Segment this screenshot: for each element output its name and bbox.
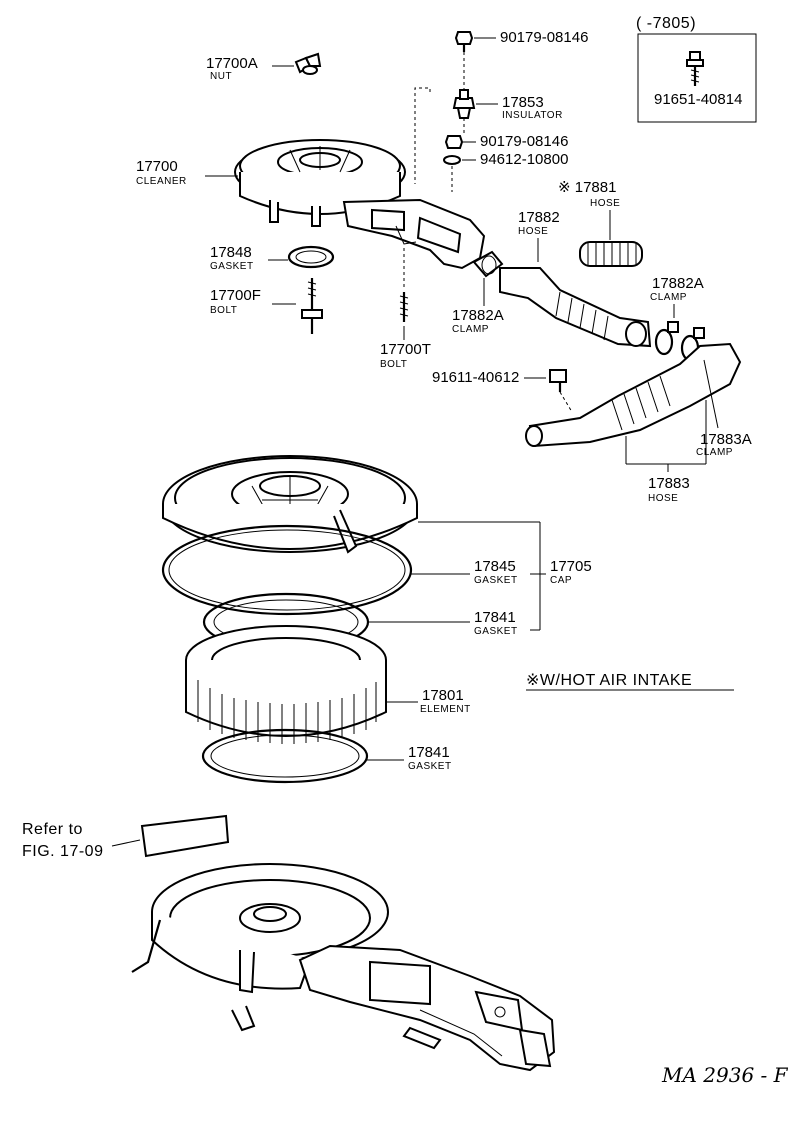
hose-17882-name: HOSE: [518, 226, 548, 237]
gasket-17841-top-number: 17841: [474, 609, 516, 626]
refer-to-line1: Refer to: [22, 821, 83, 838]
clamp-left-number: 17882A: [452, 307, 504, 324]
insulator-number: 17853: [502, 94, 544, 111]
clamp-17883a-name: CLAMP: [696, 447, 733, 458]
air-filter-element-icon: [185, 625, 387, 744]
screw-number: 91611-40612: [432, 369, 519, 386]
gasket-17841-top-name: GASKET: [474, 626, 518, 637]
refer-to-line2: FIG. 17-09: [22, 843, 103, 860]
clamps-17882a-right-icon: [654, 321, 705, 362]
cap-name: CAP: [550, 575, 572, 586]
variant-range-text: ( -7805): [636, 15, 696, 32]
refer-part-pad-icon: [140, 814, 230, 858]
clamp-right-number: 17882A: [652, 275, 704, 292]
air-cleaner-assembly-top: [234, 139, 486, 270]
washer-number: 94612-10800: [480, 151, 568, 168]
gasket-17848-icon: [287, 245, 335, 269]
hose-17883-number: 17883: [648, 475, 690, 492]
bolt-90179-mid-icon: [444, 135, 464, 149]
nut-name: NUT: [210, 71, 232, 82]
hose-17881-name: HOSE: [590, 198, 620, 209]
variant-bolt-number: 91651-40814: [654, 91, 742, 108]
bolt-top-number: 90179-08146: [500, 29, 588, 46]
element-name: ELEMENT: [420, 704, 471, 715]
clamp-17882a-left-icon: [472, 250, 504, 278]
gasket-17841-bottom-icon: [201, 728, 369, 784]
wing-nut-icon: [294, 52, 322, 75]
element-number: 17801: [422, 687, 464, 704]
gasket-17848-number: 17848: [210, 244, 252, 261]
bolt-17700t-name: BOLT: [380, 359, 407, 370]
bolt-mid-number: 90179-08146: [480, 133, 568, 150]
nut-number: 17700A: [206, 55, 258, 72]
hose-17882-number: 17882: [518, 209, 560, 226]
bolt-17700f-icon: [301, 278, 323, 334]
drawing-code: MA 2936 - F: [661, 1063, 789, 1087]
insulator-name: INSULATOR: [502, 110, 563, 121]
clamp-left-name: CLAMP: [452, 324, 489, 335]
hot-air-intake-note: ※W/HOT AIR INTAKE: [526, 672, 692, 689]
gasket-17845-name: GASKET: [474, 575, 518, 586]
air-cleaner-housing-bottom: [131, 863, 556, 1072]
bolt-17700f-name: BOLT: [210, 305, 237, 316]
gasket-17845-number: 17845: [474, 558, 516, 575]
variant-bolt-icon: [686, 51, 704, 86]
clamp-right-name: CLAMP: [650, 292, 687, 303]
bolt-17700f-number: 17700F: [210, 287, 261, 304]
insulator-icon: [452, 89, 476, 119]
bolt-17700t-icon: [399, 292, 409, 322]
cap-17705-icon: [162, 455, 418, 554]
cleaner-name: CLEANER: [136, 176, 187, 187]
gasket-17848-name: GASKET: [210, 261, 254, 272]
washer-icon: [443, 155, 461, 165]
gasket-17845-icon: [161, 524, 413, 616]
hose-17883-icon: [525, 342, 742, 448]
cap-number: 17705: [550, 558, 592, 575]
gasket-17841-bottom-number: 17841: [408, 744, 450, 761]
gasket-17841-bottom-name: GASKET: [408, 761, 452, 772]
bolt-17700t-number: 17700T: [380, 341, 431, 358]
variant-box: [637, 33, 757, 123]
screw-icon: [549, 369, 567, 392]
flex-hose-17881-icon: [579, 241, 643, 267]
hose-17883-name: HOSE: [648, 493, 678, 504]
bolt-90179-top-icon: [454, 31, 474, 52]
hose-17882-icon: [499, 267, 652, 348]
cleaner-number: 17700: [136, 158, 178, 175]
hose-17881-number: ※ 17881: [558, 179, 616, 196]
clamp-17883a-number: 17883A: [700, 431, 752, 448]
